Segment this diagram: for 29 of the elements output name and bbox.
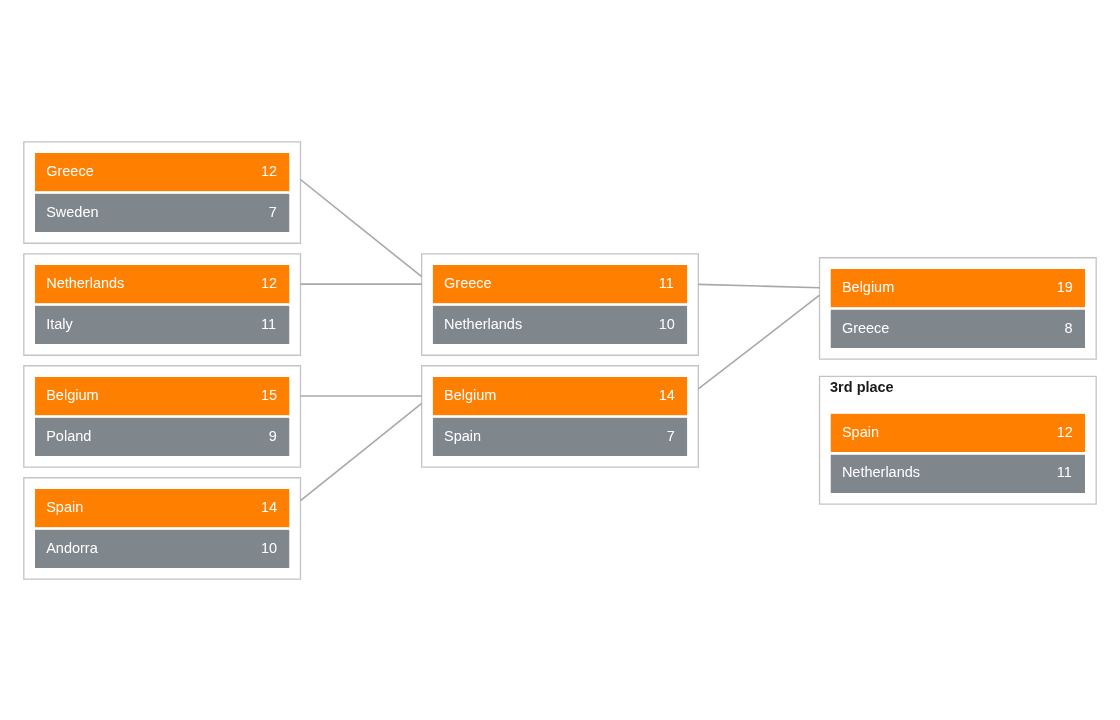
cluster [23, 140, 302, 244]
connector [697, 293, 821, 390]
node-box: Spain 12 [829, 412, 1087, 453]
node-box: Andorra 10 [33, 527, 291, 569]
cluster [23, 476, 302, 580]
connector [299, 394, 423, 397]
node-box: Greece 12 [33, 151, 291, 193]
cluster [23, 252, 302, 356]
node-box: Spain 14 [33, 487, 291, 528]
cluster [818, 256, 1097, 360]
connector [299, 282, 423, 285]
node-box: Poland 9 [33, 416, 291, 457]
node-box: Greece 8 [829, 307, 1087, 349]
node-box: Belgium 14 [431, 375, 689, 416]
connector [299, 402, 423, 501]
node-box: Belgium 15 [33, 375, 291, 416]
node-box: Netherlands 10 [431, 304, 689, 345]
connector [697, 283, 821, 289]
node-box: Netherlands 12 [33, 263, 291, 304]
node-box: Belgium 19 [829, 267, 1087, 308]
cluster [23, 364, 302, 468]
node-box: Italy 11 [33, 304, 291, 345]
cluster [421, 252, 699, 356]
node-box: Netherlands 11 [829, 452, 1087, 494]
node-box: Sweden 7 [33, 192, 291, 233]
node-box: Greece 11 [431, 263, 689, 304]
cluster [421, 364, 699, 468]
node-box: Spain 7 [431, 416, 689, 457]
connector [299, 178, 423, 277]
